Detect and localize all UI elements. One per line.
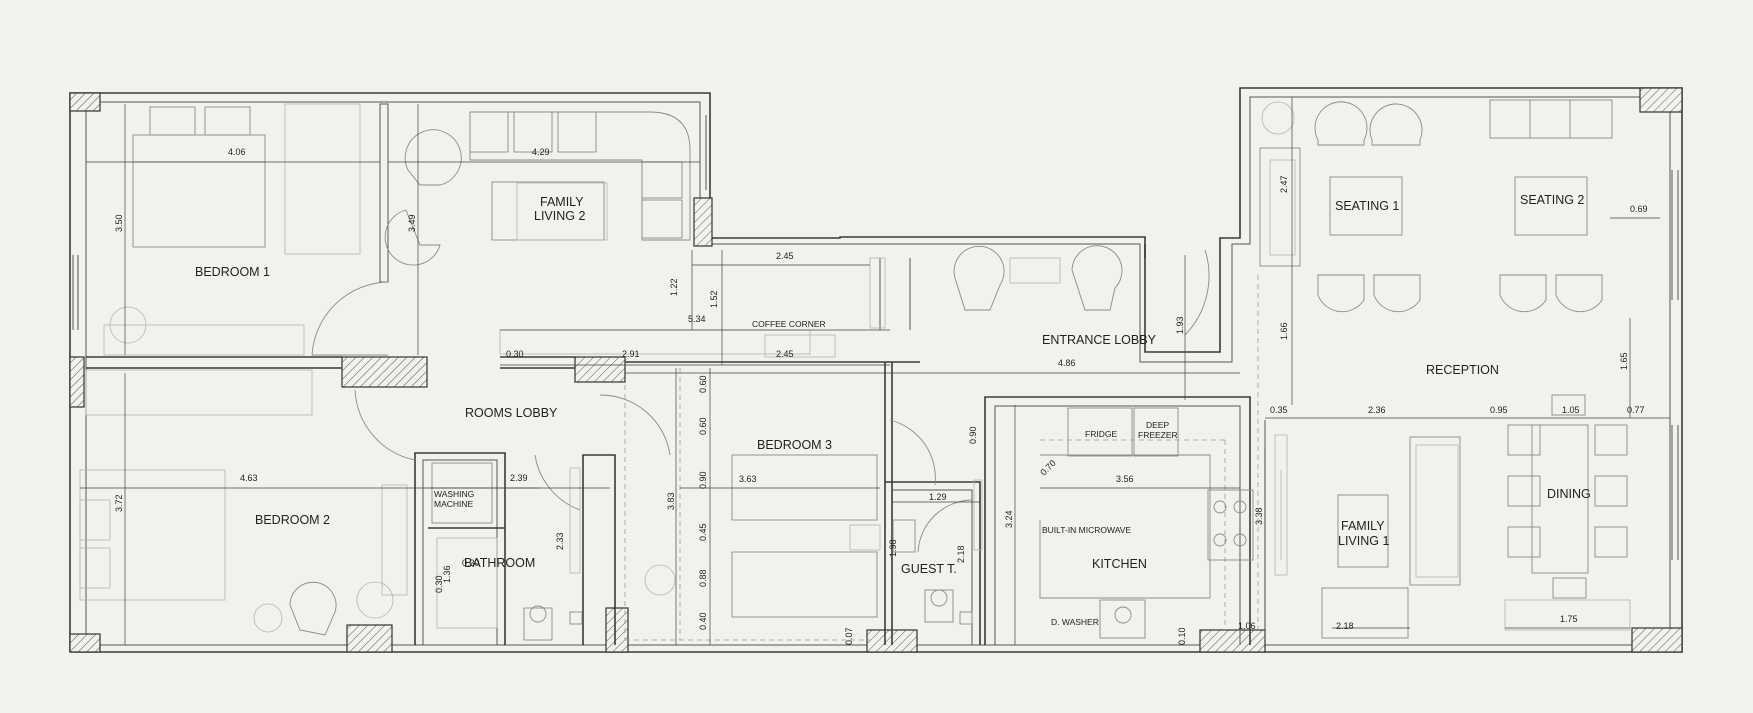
room-label-dining: DINING (1547, 487, 1591, 501)
dim-bath-v: 2.33 (555, 532, 565, 550)
dim-guest-wall: 0.07 (844, 627, 854, 645)
dim-guest-v2: 2.18 (956, 545, 966, 563)
dim-reception-v2: 1.66 (1279, 322, 1289, 340)
dim-lobby-span: 2.91 (622, 349, 640, 359)
furniture (79, 99, 1631, 641)
dim-reception-gap1: 0.35 (1270, 405, 1288, 415)
structural-columns (69, 87, 1683, 653)
dimension-lines (80, 97, 1670, 645)
room-label-bathroom: BATHROOM (464, 556, 535, 570)
column-bathroom (605, 607, 629, 653)
room-label-family-living2-line2: LIVING 2 (534, 209, 585, 223)
room-label-entrance-lobby: ENTRANCE LOBBY (1042, 333, 1157, 347)
room-label-rooms-lobby: ROOMS LOBBY (465, 406, 558, 420)
doors (311, 249, 1210, 553)
label-deep-freezer-line1: DEEP (1146, 420, 1169, 430)
column-rooms-lobby (341, 356, 428, 388)
dim-coffee-length: 5.34 (688, 314, 706, 324)
dim-washer-span: 2.39 (510, 473, 528, 483)
dim-reception-gap3: 0.77 (1627, 405, 1645, 415)
dim-bed3-bed2: 0.88 (698, 569, 708, 587)
fixture-labels: WASHING MACHINE FRIDGE DEEP FREEZER BUIL… (434, 420, 1178, 627)
dim-bed3-bed1: 0.90 (698, 471, 708, 489)
room-label-coffee-corner: COFFEE CORNER (752, 319, 826, 329)
dim-reception-right-v: 1.65 (1619, 352, 1629, 370)
dim-bath-gap-v: 0.30 (434, 575, 444, 593)
dim-bed3-gap2: 0.60 (698, 417, 708, 435)
room-label-bedroom2: BEDROOM 2 (255, 513, 330, 527)
dim-seat-wall-gap: 0.30 (506, 349, 524, 359)
room-label-seating1: SEATING 1 (1335, 199, 1399, 213)
label-dish-washer: D. WASHER (1051, 617, 1099, 627)
label-fridge: FRIDGE (1085, 429, 1117, 439)
column-bottom-right (1631, 627, 1683, 653)
room-label-bedroom1: BEDROOM 1 (195, 265, 270, 279)
column-bedroom2-bottom (346, 624, 393, 653)
column-kitchen (1199, 629, 1266, 653)
dim-family1-height: 3.38 (1254, 507, 1264, 525)
dim-reception-gap2: 0.95 (1490, 405, 1508, 415)
dim-entrance-width: 4.86 (1058, 358, 1076, 368)
dim-coffee-low: 2.45 (776, 349, 794, 359)
dim-family1-width: 2.18 (1336, 621, 1354, 631)
column-family-corner (693, 197, 713, 247)
column-left-mid (69, 356, 85, 408)
dim-kitchen-wall: 0.70 (1038, 458, 1057, 477)
dim-guest-width: 1.29 (929, 492, 947, 502)
label-washing-machine-line2: MACHINE (434, 499, 474, 509)
dim-bedroom1-height: 3.50 (114, 214, 124, 232)
dim-reception-v1: 2.47 (1279, 175, 1289, 193)
room-label-family-living2-line1: FAMILY (540, 195, 584, 209)
column-top-right (1639, 87, 1683, 113)
dim-bed3-gap1: 0.60 (698, 375, 708, 393)
dim-bedroom3-width: 3.63 (739, 474, 757, 484)
column-bedroom3-top (574, 356, 626, 383)
dim-bedroom2-height: 3.72 (114, 494, 124, 512)
dim-coffee-v2: 1.52 (709, 290, 719, 308)
room-label-family-living1-line2: LIVING 1 (1338, 534, 1389, 548)
dim-family2-height: 3.49 (407, 214, 417, 232)
label-deep-freezer-line2: FREEZER (1138, 430, 1178, 440)
dim-dining-width: 1.75 (1560, 614, 1578, 624)
internal-walls (86, 103, 1266, 645)
room-label-family-living1-line1: FAMILY (1341, 519, 1385, 533)
dim-coffee-top: 2.45 (776, 251, 794, 261)
room-label-reception: RECEPTION (1426, 363, 1499, 377)
dim-reception-span: 2.36 (1368, 405, 1386, 415)
dim-bedroom2-width: 4.63 (240, 473, 258, 483)
dim-bedroom1-width: 4.06 (228, 147, 246, 157)
dim-kitchen-bottom: 0.10 (1177, 627, 1187, 645)
dim-kitchen-width: 3.56 (1116, 474, 1134, 484)
room-label-seating2: SEATING 2 (1520, 193, 1584, 207)
room-label-kitchen: KITCHEN (1092, 557, 1147, 571)
dim-kitchen-door: 1.06 (1238, 621, 1256, 631)
label-built-in-microwave: BUILT-IN MICROWAVE (1042, 525, 1131, 535)
room-labels: BEDROOM 1 FAMILY LIVING 2 COFFEE CORNER … (195, 193, 1591, 576)
dim-bed3-gap4: 0.40 (698, 612, 708, 630)
dim-family2-width: 4.29 (532, 147, 550, 157)
dim-entrance-v: 1.93 (1175, 316, 1185, 334)
dim-guest-gap: 0.90 (968, 426, 978, 444)
dim-kitchen-height: 3.24 (1004, 510, 1014, 528)
column-top-left (69, 92, 101, 112)
dim-bath-basin: 1.36 (442, 565, 452, 583)
label-washing-machine-line1: WASHING (434, 489, 474, 499)
dim-bed3-gap3: 0.45 (698, 523, 708, 541)
dim-coffee-v1: 1.22 (669, 278, 679, 296)
dim-guest-v1: 1.98 (888, 539, 898, 557)
dim-seating2-gap: 0.69 (1630, 204, 1648, 214)
dim-dining-table: 1.05 (1562, 405, 1580, 415)
dim-bedroom3-height: 3.83 (666, 492, 676, 510)
column-bottom-left (69, 633, 101, 653)
dim-bath-gap-h: 0.30 (462, 558, 480, 568)
room-label-bedroom3: BEDROOM 3 (757, 438, 832, 452)
dimension-texts: 4.06 3.50 4.29 3.49 2.45 1.22 1.52 5.34 … (114, 147, 1648, 645)
room-label-guest-toilet: GUEST T. (901, 562, 957, 576)
